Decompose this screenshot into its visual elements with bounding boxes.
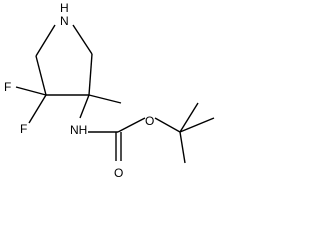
bond-c2-c3 (35, 55, 47, 96)
bond-tbutyl-methyl-3 (179, 131, 186, 164)
bond-tbutyl-methyl-1 (179, 102, 199, 133)
carbonyl-oxygen-label: O (114, 166, 123, 180)
bond-o-tbutyl-c (154, 117, 181, 133)
bond-c4-methyl (88, 94, 122, 104)
bond-n-c2 (35, 24, 56, 57)
bond-c5-c4 (88, 53, 93, 96)
ring-nitrogen-label: N (60, 14, 69, 28)
bond-c3-f2 (28, 94, 47, 124)
bond-n-c5 (72, 24, 93, 55)
bond-c3-f1 (15, 86, 47, 96)
bond-carbonyl-c-o (117, 117, 146, 133)
chemical-structure-canvas: N H F F NH O O (4, 1, 215, 180)
bond-tbutyl-methyl-2 (179, 117, 215, 133)
bond-c4-nh (79, 94, 90, 119)
fluorine-label-2: F (20, 122, 27, 136)
amide-nitrogen-label: NH (70, 123, 87, 137)
ester-oxygen-label: O (145, 114, 154, 128)
ring-nitrogen-hydrogen-label: H (60, 1, 69, 15)
tert-butyl-carbamate-structure: N H F F NH O O (4, 1, 215, 180)
fluorine-label-1: F (4, 80, 11, 94)
